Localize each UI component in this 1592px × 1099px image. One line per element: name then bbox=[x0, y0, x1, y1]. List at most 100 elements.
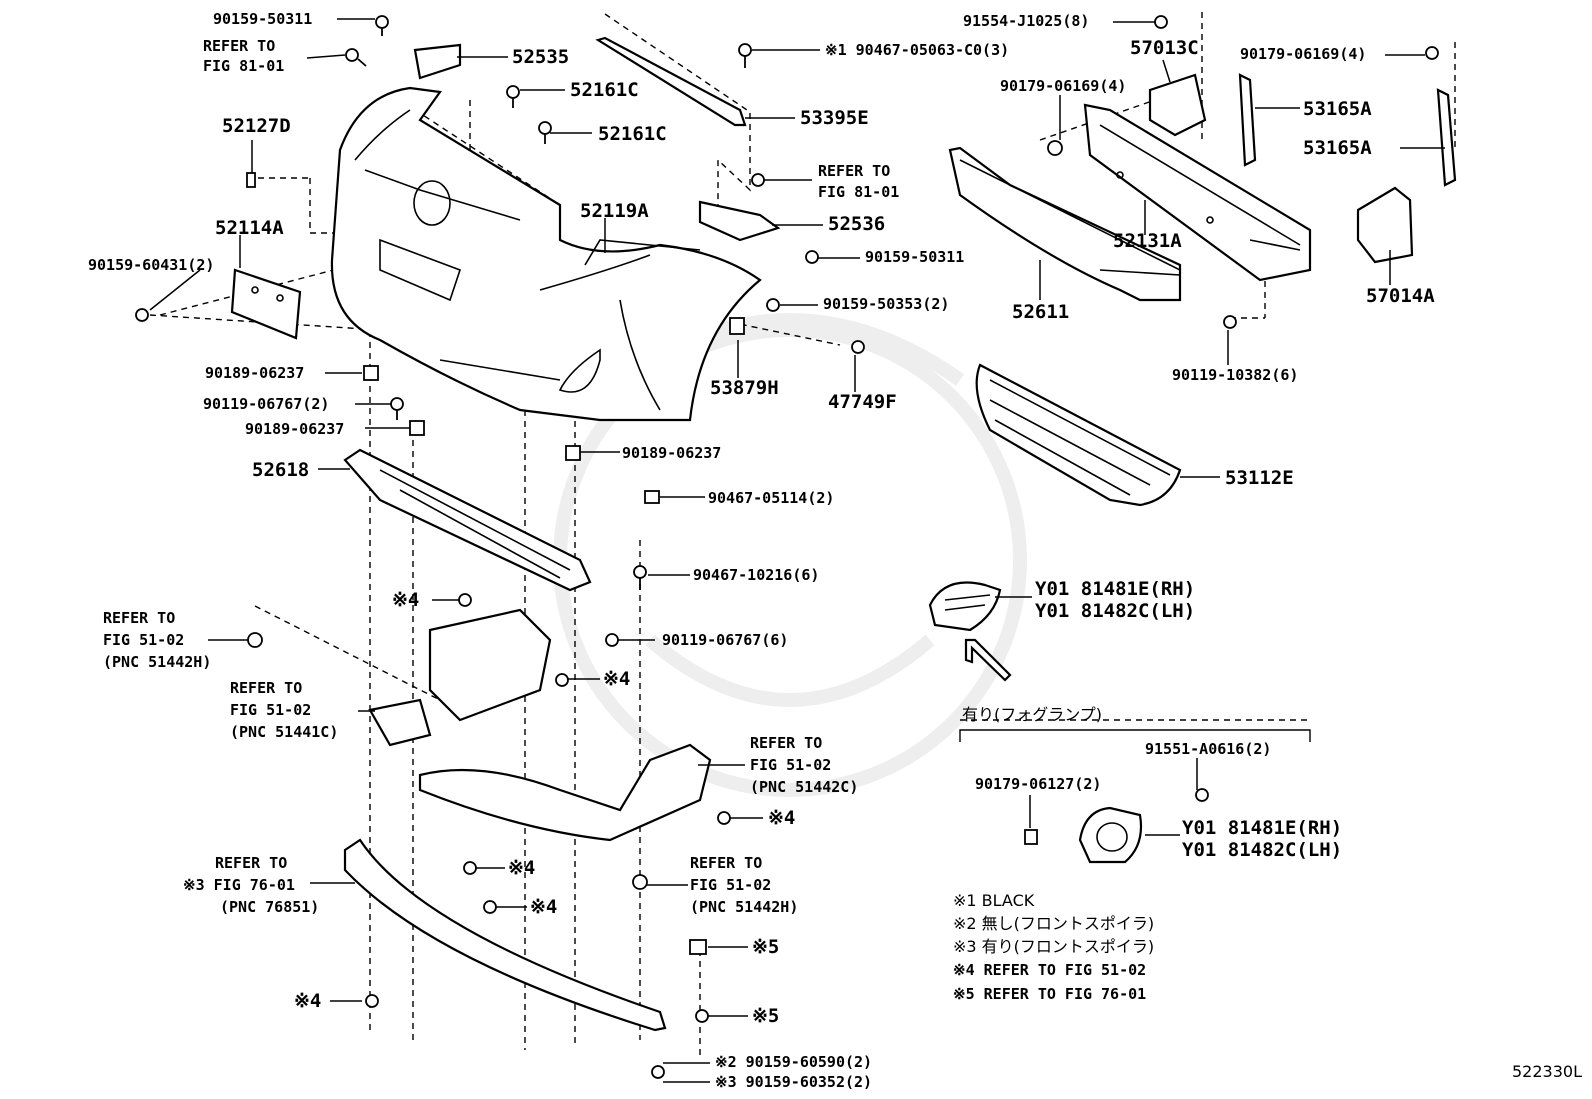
callout-90189-06237-a: 90189-06237 bbox=[205, 364, 305, 382]
upper-molding bbox=[595, 36, 747, 127]
refer-fig-51-02-a-line1: REFER TO bbox=[103, 609, 176, 627]
star5-b: ※5 bbox=[752, 1005, 780, 1027]
bolt-icon bbox=[695, 1009, 709, 1023]
callout-Y01-81481E-rh-b: Y01 81481E(RH) bbox=[1182, 817, 1343, 839]
bolt-icon bbox=[390, 397, 404, 420]
callout-52535: 52535 bbox=[512, 46, 570, 68]
refer-fig-81-01-a-line1: REFER TO bbox=[203, 37, 276, 55]
callout-90159-50353: 90159-50353(2) bbox=[823, 295, 950, 313]
refer-fig-76-01-line2: ※3 FIG 76-01 bbox=[183, 876, 295, 894]
refer-fig-51-02-d-line2: FIG 51-02 bbox=[690, 876, 772, 894]
side-brackets bbox=[1148, 73, 1457, 264]
callout-Y01-81482C-lh-b: Y01 81482C(LH) bbox=[1182, 839, 1343, 861]
fog-lamp-header: 有り(フォグランプ) bbox=[962, 705, 1103, 724]
callout-90189-06237-b: 90189-06237 bbox=[245, 420, 345, 438]
callout-90179-06127: 90179-06127(2) bbox=[975, 775, 1102, 793]
bolt-icon bbox=[633, 565, 647, 590]
refer-fig-76-01-line1: REFER TO bbox=[215, 854, 288, 872]
leader-lines bbox=[149, 18, 1445, 1083]
star5-a: ※5 bbox=[752, 936, 780, 958]
bolt-icon bbox=[375, 15, 389, 36]
note-2: ※2 無し(フロントスポイラ) bbox=[953, 914, 1155, 933]
callout-52131A: 52131A bbox=[1113, 230, 1182, 252]
bolt-icon bbox=[805, 250, 819, 264]
star4-b: ※4 bbox=[603, 668, 631, 690]
bolt-icon bbox=[365, 994, 379, 1008]
star4-c: ※4 bbox=[768, 807, 796, 829]
fog-group-bracket bbox=[959, 729, 1311, 742]
star4-a: ※4 bbox=[392, 589, 420, 611]
note-3: ※3 有り(フロントスポイラ) bbox=[953, 937, 1155, 956]
callout-52536: 52536 bbox=[828, 213, 886, 235]
bolt-icon bbox=[463, 861, 477, 875]
refer-fig-51-02-b-line3: (PNC 51441C) bbox=[230, 723, 339, 741]
callout-Y01-81481E-rh-a: Y01 81481E(RH) bbox=[1035, 578, 1196, 600]
front-spoiler bbox=[343, 838, 667, 1032]
bolt-icon bbox=[751, 173, 765, 187]
star4-e: ※4 bbox=[530, 896, 558, 918]
refer-fig-51-02-a-line2: FIG 51-02 bbox=[103, 631, 185, 649]
clip-icon bbox=[689, 939, 707, 955]
callout-52114A: 52114A bbox=[215, 217, 284, 239]
callout-47749F: 47749F bbox=[828, 391, 897, 413]
bolt-icon bbox=[458, 593, 472, 607]
callout-52618: 52618 bbox=[252, 459, 310, 481]
nut-icon bbox=[1047, 140, 1063, 156]
callout-52161C-b: 52161C bbox=[598, 123, 667, 145]
clip-icon bbox=[565, 445, 581, 461]
engine-under-cover bbox=[343, 448, 592, 592]
callout-Y01-81482C-lh-a: Y01 81482C(LH) bbox=[1035, 600, 1196, 622]
clip-icon bbox=[409, 420, 425, 436]
callout-91554-J1025: 91554-J1025(8) bbox=[963, 12, 1090, 30]
bolt-icon bbox=[1195, 788, 1209, 802]
clip-icon bbox=[1024, 829, 1038, 845]
fog-lamp-bezels bbox=[928, 581, 1143, 864]
clip-icon bbox=[363, 365, 379, 381]
callout-90119-06767-b: 90119-06767(6) bbox=[662, 631, 789, 649]
bumper-absorber bbox=[948, 146, 1182, 302]
clip-icon bbox=[506, 85, 520, 108]
bolt-icon bbox=[766, 298, 780, 312]
nut-icon bbox=[1425, 46, 1439, 60]
callout-90119-06767-a: 90119-06767(2) bbox=[203, 395, 330, 413]
refer-fig-51-02-c-line2: FIG 51-02 bbox=[750, 756, 832, 774]
refer-fig-51-02-a-line3: (PNC 51442H) bbox=[103, 653, 212, 671]
star4-d: ※4 bbox=[508, 857, 536, 879]
refer-fig-81-01-a-line2: FIG 81-01 bbox=[203, 57, 285, 75]
clip-icon bbox=[632, 874, 648, 890]
callout-90179-06169-a: 90179-06169(4) bbox=[1000, 77, 1127, 95]
clip-icon bbox=[738, 43, 752, 68]
star4-f: ※4 bbox=[294, 990, 322, 1012]
refer-fig-76-01-line3: (PNC 76851) bbox=[220, 898, 320, 916]
bolt-icon bbox=[1223, 315, 1237, 329]
nut-icon bbox=[1154, 15, 1168, 29]
retainers bbox=[413, 43, 781, 242]
note-1: ※1 BLACK bbox=[953, 891, 1035, 910]
callout-90159-60431: 90159-60431(2) bbox=[88, 256, 215, 274]
callout-53165A-a: 53165A bbox=[1303, 98, 1372, 120]
lower-covers bbox=[368, 608, 712, 842]
clip-icon bbox=[538, 121, 552, 144]
note-4: ※4 REFER TO FIG 51-02 bbox=[953, 961, 1147, 979]
callout-90159-60590: ※2 90159-60590(2) bbox=[715, 1053, 873, 1071]
bolt-icon bbox=[135, 308, 149, 322]
callout-90159-50311-top: 90159-50311 bbox=[213, 10, 313, 28]
callout-90159-60352: ※3 90159-60352(2) bbox=[715, 1073, 873, 1091]
clip-icon bbox=[729, 317, 745, 335]
lower-grille bbox=[975, 363, 1182, 507]
callout-90119-10382: 90119-10382(6) bbox=[1172, 366, 1299, 384]
bolt-icon bbox=[345, 48, 367, 67]
refer-fig-81-01-b-line1: REFER TO bbox=[818, 162, 891, 180]
clip-icon bbox=[851, 340, 865, 354]
callout-90189-06237-c: 90189-06237 bbox=[622, 444, 722, 462]
callout-52161C-a: 52161C bbox=[570, 79, 639, 101]
callout-57013C: 57013C bbox=[1130, 37, 1199, 59]
bolt-icon bbox=[651, 1065, 665, 1079]
refer-fig-51-02-d-line3: (PNC 51442H) bbox=[690, 898, 799, 916]
clip-icon bbox=[644, 490, 660, 504]
callout-90159-50311-mid: 90159-50311 bbox=[865, 248, 965, 266]
callout-53395E: 53395E bbox=[800, 107, 869, 129]
callout-52119A: 52119A bbox=[580, 200, 649, 222]
clip-icon bbox=[247, 632, 263, 648]
